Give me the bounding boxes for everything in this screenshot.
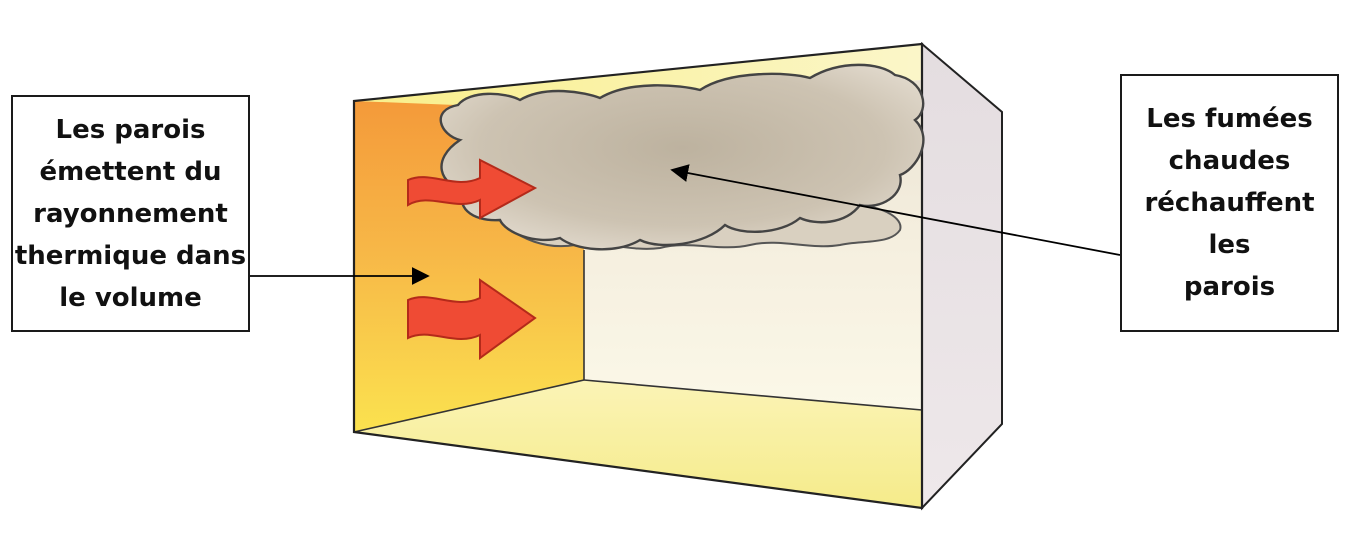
label-line: les [1208, 230, 1251, 260]
hot-smoke-label: Les fumées chaudes réchauffent les paroi… [1120, 74, 1339, 332]
smoke-cloud [439, 63, 925, 251]
label-line: thermique dans [14, 240, 247, 271]
room-frame [352, 42, 924, 510]
label-line: parois [1183, 272, 1276, 302]
right-wall [921, 41, 1003, 511]
label-line: rayonnement [33, 198, 228, 229]
wall-radiation-label: Les parois émettent du rayonnement therm… [11, 95, 250, 332]
right-pointer-line [670, 164, 1121, 256]
floor [354, 380, 922, 508]
label-line: Les fumées [1146, 104, 1313, 134]
label-line: le volume [59, 282, 202, 313]
label-line: Les parois [55, 114, 206, 145]
wavy-arrow-icon [407, 158, 538, 220]
label-line: émettent du [39, 156, 222, 187]
wavy-arrow-icon [407, 278, 537, 360]
heat-arrows [407, 158, 538, 360]
label-line: chaudes [1168, 146, 1291, 176]
label-line: réchauffent [1144, 188, 1315, 218]
